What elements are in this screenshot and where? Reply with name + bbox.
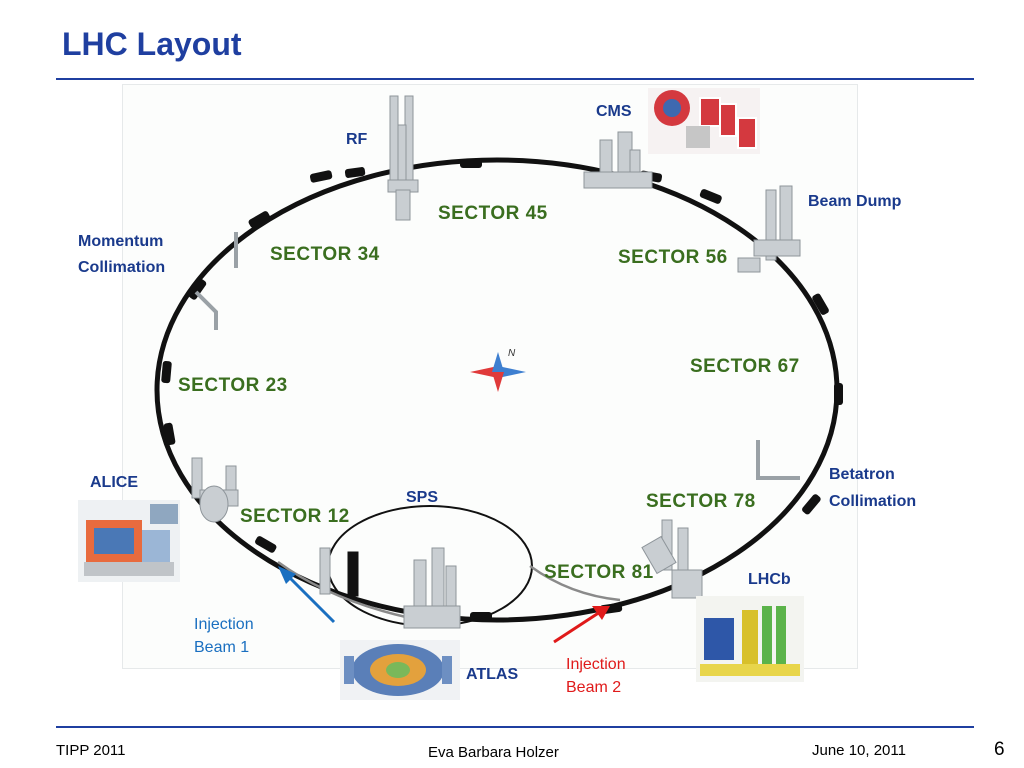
alice-label: ALICE [90,474,138,491]
sector-81-label: SECTOR 81 [544,562,654,583]
sector-23-label: SECTOR 23 [178,375,288,396]
injection-beam-2-label-line2: Beam 2 [566,679,622,696]
transfer-line-ti8 [529,564,621,602]
footer-divider [56,726,974,728]
momentum-collimation-label-line2: Collimation [78,259,166,276]
sps-label: SPS [406,489,439,506]
betatron-collimation-label-line2: Collimation [829,493,917,510]
slide-title: LHC Layout [62,26,242,62]
compass-icon: N [470,348,526,392]
transfer-line-ti2 [277,560,411,620]
lhcb-structure [641,519,703,599]
page-number: 6 [994,739,1005,760]
sector-56-label: SECTOR 56 [618,247,728,268]
cms-structure [583,131,653,189]
injection-beam-2-label-line1: Injection [566,656,626,673]
sector-34-label: SECTOR 34 [270,244,380,265]
alice-detector-image [78,500,180,582]
momentum-collimation-label-line1: Momentum [78,233,164,250]
ring-segments [161,159,843,621]
atlas-label: ATLAS [466,666,519,683]
rf-structure [387,95,419,221]
diagram-panel [122,84,858,669]
beam-dump-label: Beam Dump [808,193,902,210]
title-divider [56,78,974,80]
cms-detector-image [648,88,760,154]
atlas-detector-image [340,640,460,700]
footer-conference: TIPP 2011 [56,742,126,759]
compass-north-label: N [508,348,516,359]
lhcb-label: LHCb [748,571,791,588]
footer-date: June 10, 2011 [812,742,906,759]
injection-beam-1-arrow [278,566,336,624]
beam-dump-structure [737,185,801,273]
sector-45-label: SECTOR 45 [438,203,548,224]
sector-12-label: SECTOR 12 [240,506,350,527]
sector-67-label: SECTOR 67 [690,356,800,377]
betatron-collimation-structure [756,440,800,480]
injection-beam-2-arrow [553,606,610,644]
betatron-collimation-label-line1: Betatron [829,466,895,483]
atlas-structure [319,547,461,629]
lhcb-detector-image [696,596,804,682]
cms-label: CMS [596,103,632,120]
momentum-collimation-structure [194,232,238,330]
injection-beam-1-label-line2: Beam 1 [194,639,250,656]
alice-structure [191,457,239,523]
injection-beam-1-label-line1: Injection [194,616,254,633]
rf-label: RF [346,131,368,148]
sector-78-label: SECTOR 78 [646,491,756,512]
footer-author: Eva Barbara Holzer [428,744,559,761]
